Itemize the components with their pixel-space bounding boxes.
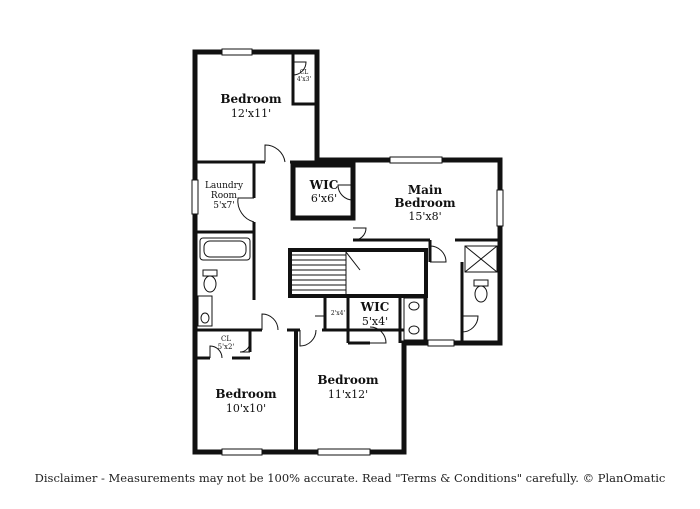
main-bedroom-size: 15'x8' (408, 210, 441, 223)
fixtures (197, 237, 498, 341)
vanity-right (403, 297, 425, 341)
wic-top-name: WIC (309, 178, 339, 192)
wic-small-size: 5'x4' (362, 315, 388, 328)
exterior-walls (192, 49, 503, 455)
main-bedroom-name-2: Bedroom (394, 196, 455, 210)
bedroom-mid-name: Bedroom (317, 373, 378, 387)
closet-left-name: CL (221, 335, 231, 343)
wic-small-name: WIC (360, 300, 390, 314)
disclaimer-text: Disclaimer - Measurements may not be 100… (34, 471, 666, 485)
laundry-name-2: Room (211, 191, 238, 201)
closet-hall-size: 2'x4' (331, 310, 346, 317)
closet-top-name: CL (300, 69, 309, 76)
closet-top-size: 4'x3' (297, 76, 312, 83)
door-swings (209, 61, 479, 359)
vanity-left (197, 295, 213, 327)
bedroom-mid-size: 11'x12' (328, 388, 368, 401)
bedroom-left-size: 10'x10' (226, 402, 266, 415)
toilet-left (202, 269, 218, 277)
bathtub (199, 237, 251, 261)
bedroom-top-name: Bedroom (220, 92, 281, 106)
laundry-name-1: Laundry (205, 181, 244, 191)
bedroom-left-name: Bedroom (215, 387, 276, 401)
wic-top-size: 6'x6' (311, 192, 337, 205)
stairs (290, 250, 361, 296)
closet-left-size: 5'x2' (218, 343, 235, 351)
main-bedroom-name-1: Main (408, 183, 443, 197)
laundry-size: 5'x7' (213, 201, 234, 211)
bedroom-top-size: 12'x11' (231, 107, 271, 120)
toilet-right (473, 279, 489, 287)
windows (191, 48, 504, 456)
interior-walls (195, 52, 500, 452)
shower (464, 245, 498, 273)
